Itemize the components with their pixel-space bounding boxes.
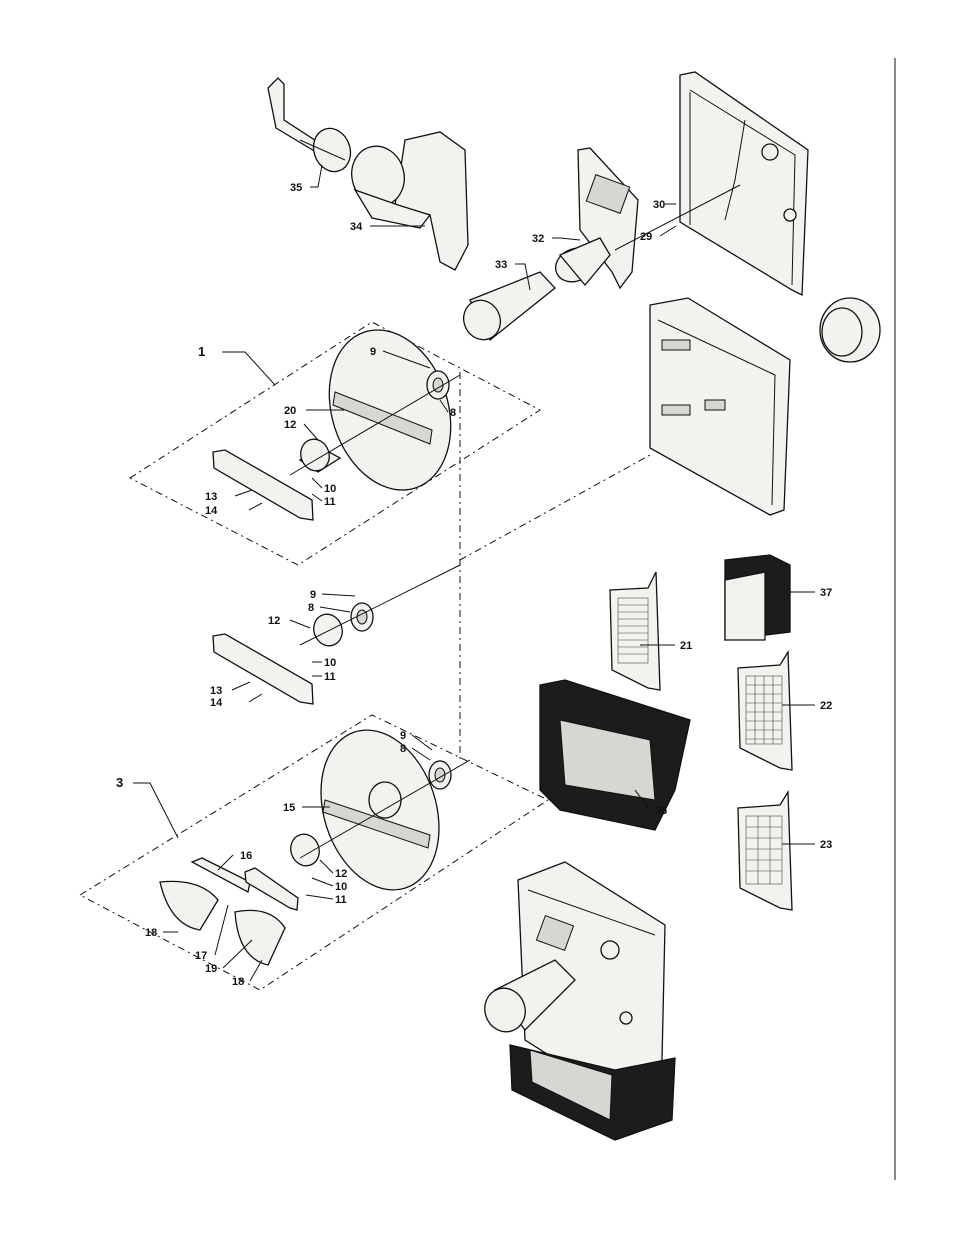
label-10b: 10 (324, 657, 336, 669)
label-35: 35 (290, 182, 302, 194)
part-labels: 1 3 35 34 32 33 30 29 9 8 20 12 10 11 13… (116, 182, 832, 988)
label-15: 15 (283, 802, 295, 814)
leader-lines (133, 164, 815, 982)
label-18a: 18 (145, 927, 157, 939)
label-16: 16 (240, 850, 252, 862)
label-37: 37 (820, 587, 832, 599)
label-3: 3 (116, 775, 123, 790)
label-13a: 13 (205, 491, 217, 503)
label-12b: 12 (268, 615, 280, 627)
part-33-pusher (462, 271, 556, 342)
label-14b: 14 (210, 697, 223, 709)
label-19: 19 (205, 963, 217, 975)
part-35-crank-handle (267, 77, 352, 173)
assembled-machine (484, 861, 676, 1141)
label-8b: 8 (308, 602, 314, 614)
label-12c: 12 (335, 868, 347, 880)
label-10a: 10 (324, 483, 336, 495)
label-36: 36 (655, 805, 667, 817)
group-1-slicing-disc-assembly (129, 321, 541, 566)
machine-housing (649, 297, 791, 516)
label-17: 17 (195, 950, 207, 962)
label-29: 29 (640, 231, 652, 243)
label-8a: 8 (450, 407, 456, 419)
part-21-slicing-grid (609, 571, 661, 691)
label-1: 1 (198, 344, 205, 359)
seal-ring (819, 297, 881, 363)
label-9b: 9 (310, 589, 316, 601)
label-11a: 11 (324, 496, 336, 508)
label-33: 33 (495, 259, 507, 271)
part-37-chute (724, 554, 791, 641)
part-22-dicing-grid (737, 649, 793, 771)
group-3-slicing-disc-assembly (78, 714, 550, 991)
label-8c: 8 (400, 743, 406, 755)
label-30: 30 (653, 199, 665, 211)
label-32: 32 (532, 233, 544, 245)
label-11c: 11 (335, 894, 347, 906)
part-23-dicing-grid (737, 789, 793, 911)
part-36-discharge-tray (539, 679, 691, 831)
part-32-front-plate (555, 147, 639, 290)
label-12a: 12 (284, 419, 296, 431)
label-20: 20 (284, 405, 296, 417)
label-11b: 11 (324, 671, 336, 683)
part-30-rear-cover (614, 71, 809, 297)
label-34: 34 (350, 221, 363, 233)
label-22: 22 (820, 700, 832, 712)
label-18b: 18 (232, 976, 244, 988)
label-23: 23 (820, 839, 832, 851)
middle-shaft-assembly (212, 564, 461, 705)
label-13b: 13 (210, 685, 222, 697)
part-34-feed-tube-housing (351, 131, 469, 271)
label-10c: 10 (335, 881, 347, 893)
label-9a: 9 (370, 346, 376, 358)
label-21: 21 (680, 640, 692, 652)
label-14a: 14 (205, 505, 218, 517)
alignment-lines (459, 372, 651, 760)
label-9c: 9 (400, 730, 406, 742)
